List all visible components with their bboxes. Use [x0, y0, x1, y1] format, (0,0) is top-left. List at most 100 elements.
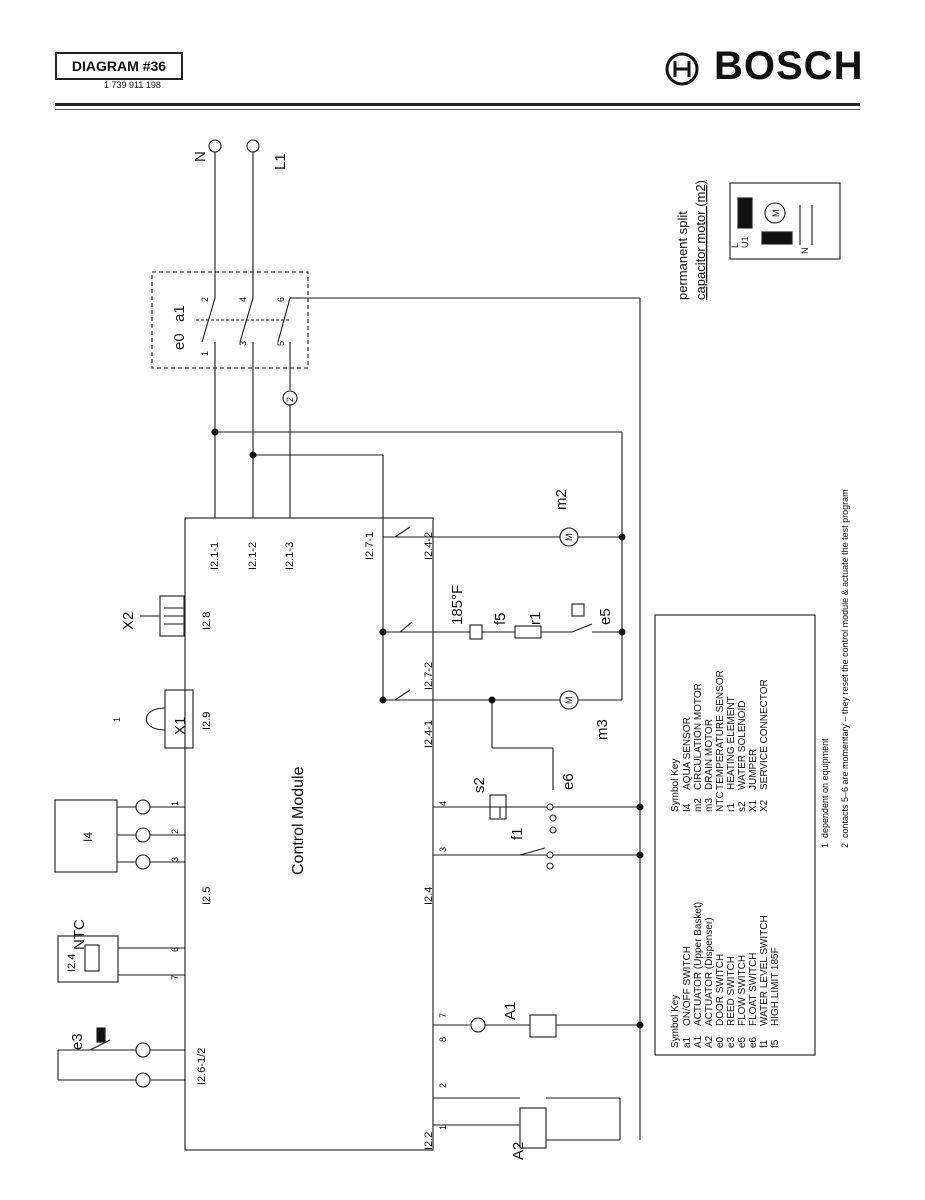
key-right-code-4: r1 — [726, 803, 737, 812]
pin-2: 2 — [200, 297, 210, 302]
key-left-code-1: A1 — [693, 1035, 704, 1048]
label-a1-actuator: A1 — [502, 1002, 519, 1020]
brand-name: BOSCH — [714, 44, 864, 88]
label-ntc: NTC — [71, 919, 88, 950]
label-a1-switch: a1 — [171, 305, 188, 322]
cm-pin-3: 3 — [170, 857, 180, 862]
conn-i24-1: I2.4-1 — [423, 720, 435, 748]
key-left-desc-4: REED SWITCH — [726, 956, 737, 1026]
inset-n: N — [800, 248, 810, 255]
key-left-desc-1: ACTUATOR (Upper Basket) — [693, 902, 704, 1026]
s2-solenoid — [489, 794, 507, 820]
key-left-code-6: e6 — [748, 1036, 759, 1048]
conn-i22: I2.2 — [423, 1132, 435, 1150]
circled-2: 2 — [285, 397, 295, 402]
cm-pin-4r: 4 — [438, 801, 448, 806]
key-left-desc-8: HIGH LIMIT 185F — [770, 947, 781, 1026]
key-right-code-1: m2 — [693, 798, 704, 812]
key-right-desc-0: AQUA SENSOR — [682, 717, 693, 790]
key-right-code-7: X2 — [759, 799, 770, 812]
m2-motor — [559, 527, 579, 547]
x1-circled-1: 1 — [112, 717, 122, 722]
control-module-box — [184, 517, 434, 1151]
key-left-desc-2: ACTUATOR (Dispenser) — [704, 917, 715, 1026]
key-right-code-0: I4 — [682, 803, 693, 812]
pin-6: 6 — [276, 297, 286, 302]
key-left-desc-5: FLOW SWITCH — [737, 955, 748, 1026]
inset-u1: U1 — [740, 236, 750, 248]
conn-i28: I2.8 — [201, 612, 213, 630]
key-right-code-5: s2 — [737, 801, 748, 812]
conn-i29: I2.9 — [201, 712, 213, 730]
key-right-code-6: X1 — [748, 799, 759, 812]
i4-sensor-box — [54, 799, 118, 873]
key-right-desc-3: TEMPERATURE SENSOR — [715, 670, 726, 790]
cm-pin-2r: 2 — [438, 1083, 448, 1088]
inset-title-2: capacitor motor (m2) — [693, 180, 708, 300]
key-right-desc-4: HEATING ELEMENT — [726, 696, 737, 790]
cm-pin-1r: 1 — [438, 1125, 448, 1130]
cm-pin-7: 7 — [170, 975, 180, 980]
key-left-desc-6: FLOAT SWITCH — [748, 952, 759, 1026]
terminal-l1 — [246, 139, 260, 153]
conn-i21-1: I2.1-1 — [209, 542, 221, 570]
label-x2: X2 — [120, 612, 137, 630]
header-rule — [55, 103, 860, 106]
cm-pin-2: 2 — [170, 829, 180, 834]
cm-pin-1: 1 — [170, 801, 180, 806]
conn-i24: I2.4 — [423, 887, 435, 905]
label-l1: L1 — [272, 153, 289, 170]
note-1-num: 1 — [820, 843, 830, 848]
cm-pin-7r: 7 — [438, 1013, 448, 1018]
key-right-desc-6: JUMPER — [748, 749, 759, 790]
key-right-code-2: m3 — [704, 798, 715, 812]
key-right-desc-2: DRAIN MOTOR — [704, 719, 715, 790]
conn-i27-1: I2.7-1 — [364, 532, 376, 560]
pin-1: 1 — [200, 351, 210, 356]
key-left-code-3: e0 — [715, 1036, 726, 1048]
key-right-desc-5: WATER SOLENOID — [737, 701, 748, 790]
conn-i21-2: I2.1-2 — [247, 542, 259, 570]
label-s2: s2 — [471, 777, 488, 793]
key-left-heading: Symbol Key — [670, 995, 681, 1048]
f5-thermal — [469, 624, 483, 640]
label-a2-actuator: A2 — [510, 1142, 527, 1160]
bosch-logo-icon — [665, 52, 699, 86]
note-2-num: 2 — [840, 843, 850, 848]
ntc-sub-label: I2.4 — [66, 954, 78, 972]
label-n: N — [192, 151, 209, 162]
label-f1: f1 — [509, 827, 526, 840]
key-left-code-5: e5 — [737, 1036, 748, 1048]
note-1: dependent on equipment — [820, 738, 830, 838]
e0-a1-switch-box — [151, 271, 309, 369]
conn-i25: I2.5 — [201, 887, 213, 905]
key-left-code-4: e3 — [726, 1036, 737, 1048]
label-185f: 185°F — [449, 585, 466, 625]
key-left-code-7: f1 — [759, 1039, 770, 1048]
symbol-key-box — [654, 614, 816, 1056]
label-control-module: Control Module — [290, 766, 307, 875]
part-number: 1 739 911 198 — [104, 80, 161, 90]
key-right-heading: Symbol Key — [670, 759, 681, 812]
key-right-desc-1: CIRCULATION MOTOR — [693, 683, 704, 790]
key-left-code-0: a1 — [682, 1036, 693, 1048]
conn-i261-2: I2.6-1/2 — [196, 1048, 208, 1085]
conn-i27-2: I2.7-2 — [423, 662, 435, 690]
label-r1: r1 — [527, 612, 544, 625]
inset-l: L — [730, 243, 740, 248]
pin-5: 5 — [276, 341, 286, 346]
key-right-code-3: NTC — [715, 791, 726, 812]
label-f5: f5 — [492, 612, 509, 625]
e5-flow — [571, 603, 585, 617]
diagram-title: DIAGRAM #36 — [55, 52, 183, 80]
key-left-desc-3: DOOR SWITCH — [715, 954, 726, 1026]
conn-i24-2: I2.4-2 — [423, 532, 435, 560]
header-rule-thin — [55, 109, 860, 110]
inset-title-1: permanent split — [675, 211, 690, 300]
conn-i21-3: I2.1-3 — [284, 542, 296, 570]
inset-m: M — [771, 210, 781, 218]
label-i4: I4 — [81, 832, 95, 842]
key-left-code-8: f5 — [770, 1039, 781, 1048]
